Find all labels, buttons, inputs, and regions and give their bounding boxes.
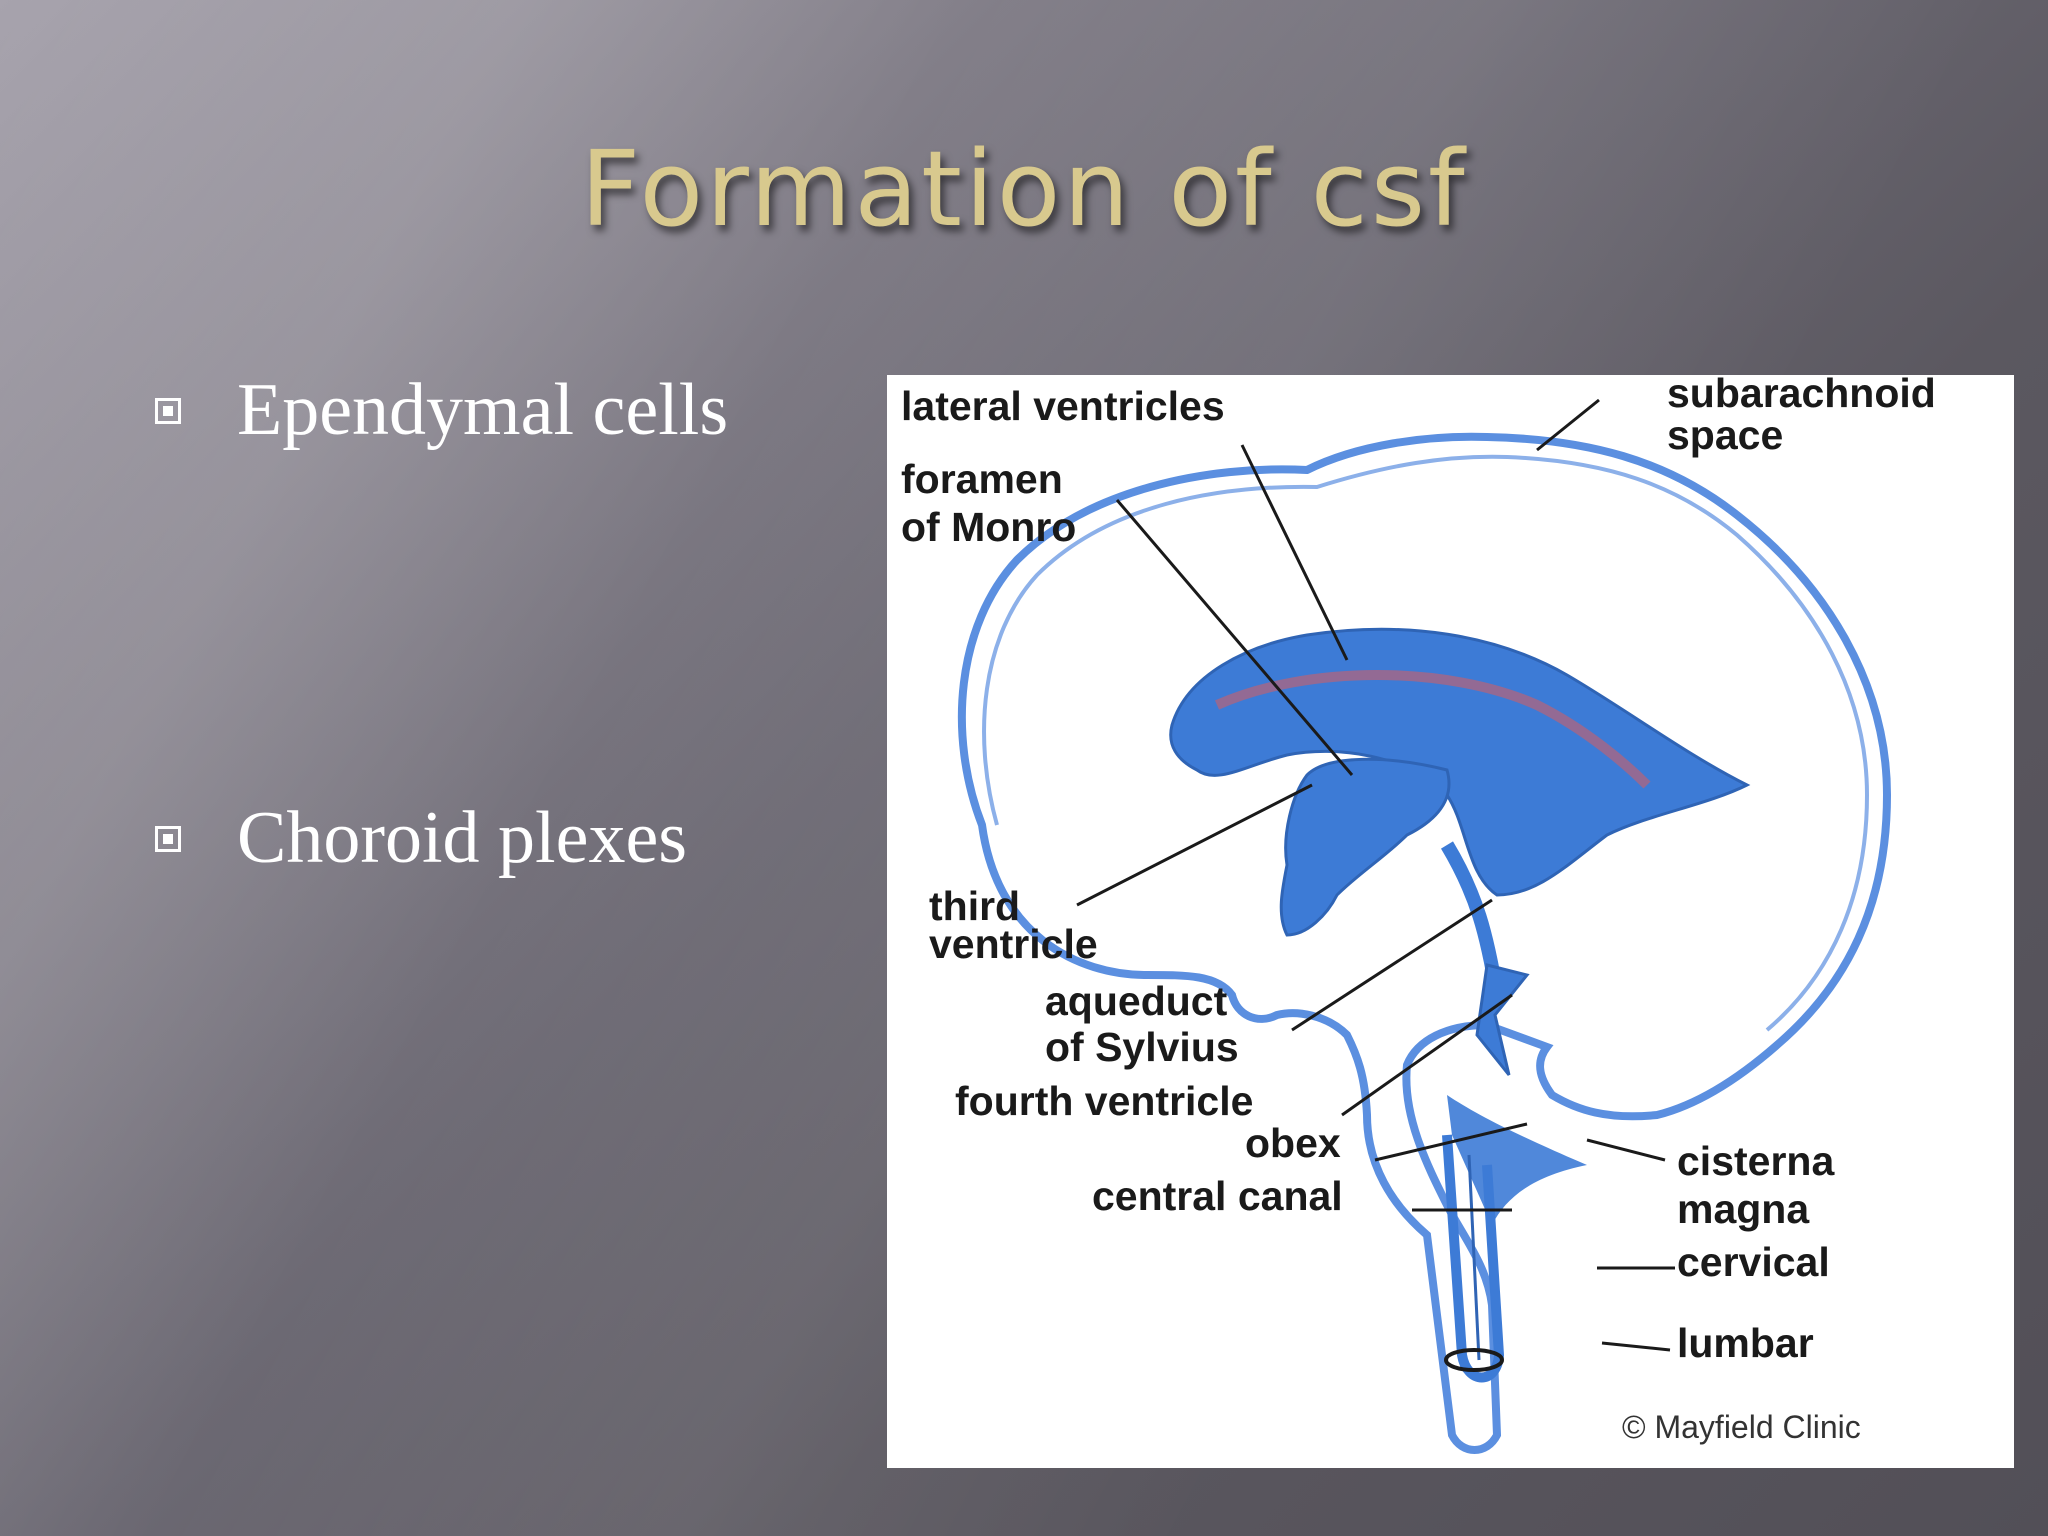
bullet-label: Choroid plexes [237, 797, 688, 879]
label-cervical: cervical [1677, 1239, 1830, 1285]
label-ventricle: ventricle [929, 921, 1098, 967]
brain-inner-outline [982, 454, 1870, 1032]
label-obex: obex [1245, 1120, 1341, 1166]
label-aqueduct: aqueduct [1045, 978, 1228, 1024]
fourth-ventricle [1475, 963, 1530, 1076]
label-magna: magna [1677, 1186, 1810, 1232]
label-lumbar: lumbar [1677, 1320, 1814, 1366]
label-subarachnoid: subarachnoid [1667, 375, 1936, 416]
label-subarachnoid-space: space [1667, 412, 1783, 458]
label-credit: © Mayfield Clinic [1622, 1409, 1861, 1445]
central-canal [1467, 1154, 1481, 1361]
csf-ventricle-diagram: lateral ventricles subarachnoid space fo… [887, 375, 2014, 1468]
slide-title: Formation of csf [580, 128, 1468, 250]
bullet-ependymal-cells: Ependymal cells [155, 368, 915, 453]
choroid-plexus [1214, 670, 1651, 789]
spinal-canal [1442, 1134, 1505, 1383]
label-lateral-ventricles: lateral ventricles [901, 383, 1225, 429]
lateral-ventricle [1169, 627, 1751, 897]
label-cisterna: cisterna [1677, 1138, 1835, 1184]
leader-lines [1076, 398, 1675, 1352]
bullet-label: Ependymal cells [237, 369, 729, 451]
bullet-choroid-plexes: Choroid plexes [155, 796, 915, 881]
cisterna-magna [1447, 1095, 1587, 1225]
label-of-monro: of Monro [901, 504, 1076, 550]
label-third: third [929, 883, 1020, 929]
label-central-canal: central canal [1092, 1173, 1343, 1219]
label-of-sylvius: of Sylvius [1045, 1024, 1239, 1070]
bullet-square-icon [155, 825, 181, 852]
third-ventricle [1279, 757, 1451, 937]
diagram-svg: lateral ventricles subarachnoid space fo… [901, 375, 1936, 1454]
lumbar-ring [1444, 1348, 1504, 1372]
label-fourth-ventricle: fourth ventricle [955, 1078, 1253, 1124]
label-foramen: foramen [901, 456, 1063, 502]
bullet-square-icon [155, 397, 181, 424]
